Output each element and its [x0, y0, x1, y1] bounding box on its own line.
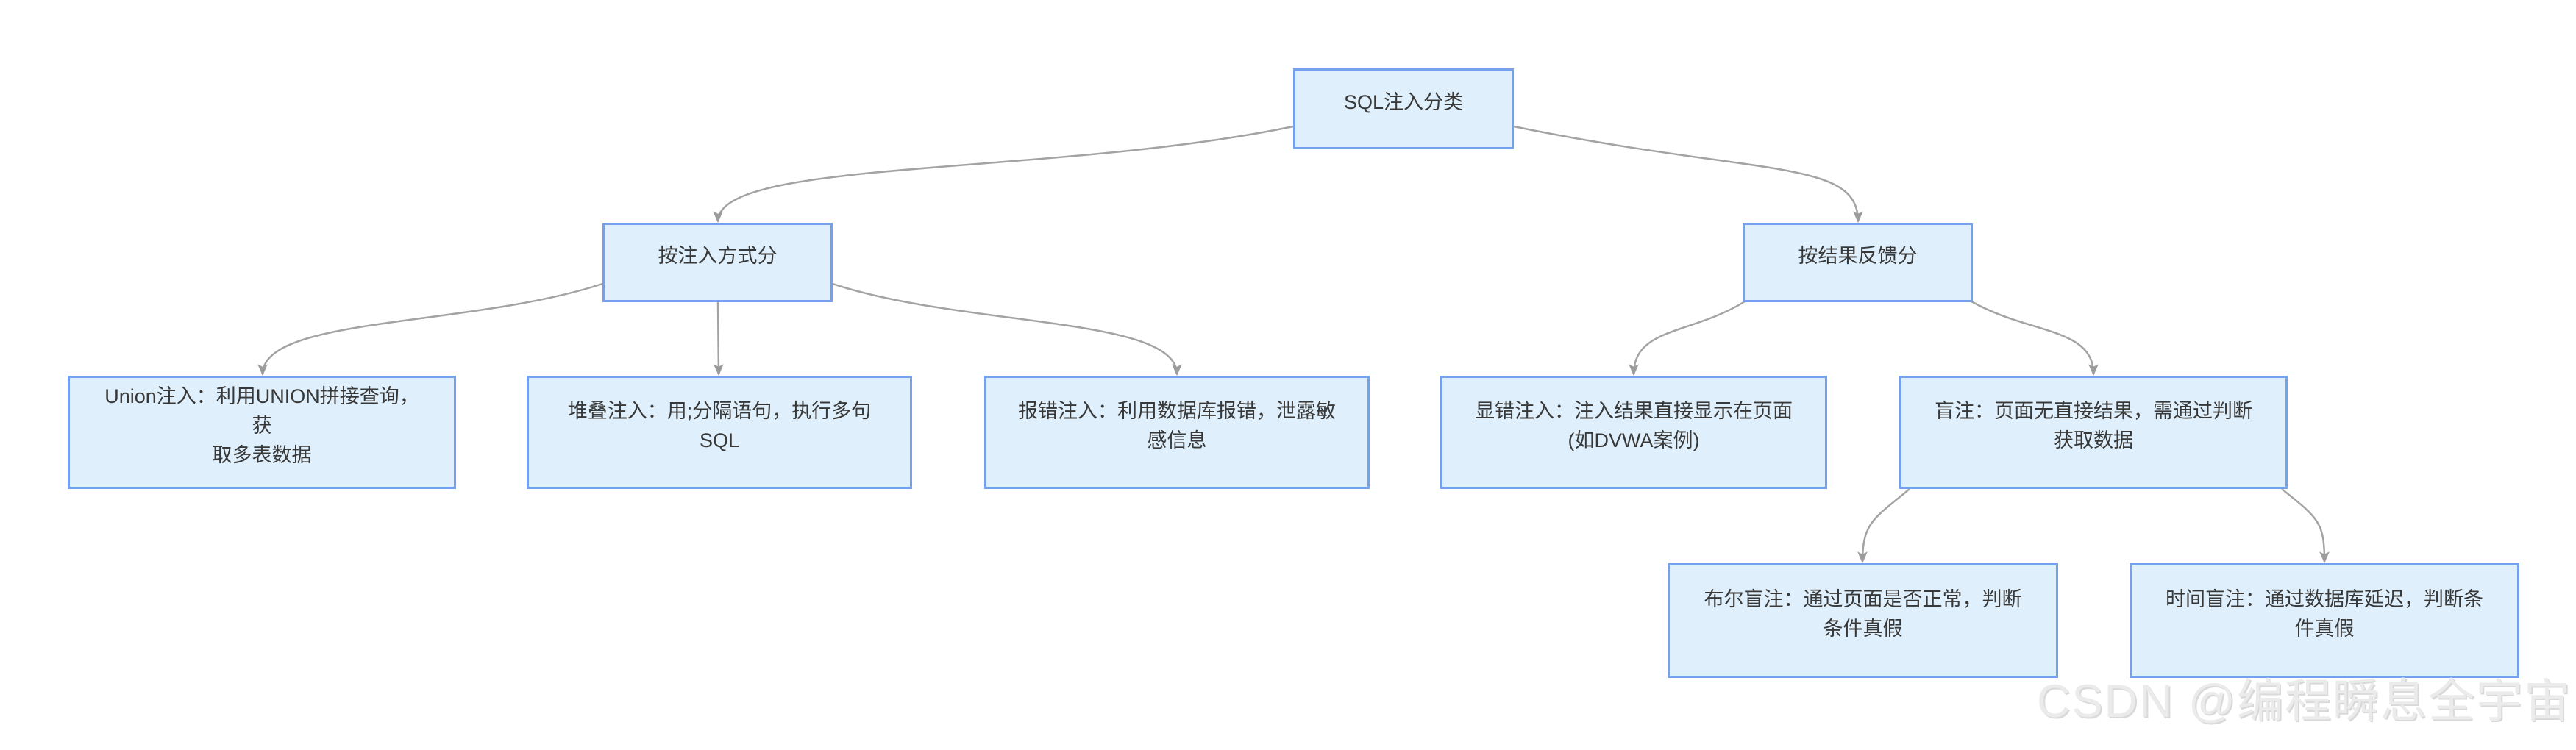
edge-by-feedback-to-visible-error — [1629, 300, 1746, 376]
node-error-based-injection: 报错注入：利用数据库报错，泄露敏 感信息 — [984, 376, 1370, 489]
node-boolean-blind-injection: 布尔盲注：通过页面是否正常，判断 条件真假 — [1668, 563, 2058, 678]
node-blind-injection: 盲注：页面无直接结果，需通过判断 获取数据 — [1899, 376, 2288, 489]
node-stacked-injection: 堆叠注入：用;分隔语句，执行多句 SQL — [527, 376, 912, 489]
node-visible-error-injection: 显错注入：注入结果直接显示在页面 (如DVWA案例) — [1440, 376, 1827, 489]
edge-by-method-to-error — [832, 282, 1182, 376]
edge-by-method-to-union — [257, 282, 603, 376]
edge-by-method-to-stacked — [714, 301, 724, 376]
edge-root-to-by-method — [713, 125, 1294, 224]
watermark: CSDN @编程瞬息全宇宙 — [2037, 676, 2572, 727]
node-by-result-feedback: 按结果反馈分 — [1743, 223, 1973, 302]
edge-blind-to-time-blind — [2281, 488, 2330, 564]
node-union-injection: Union注入：利用UNION拼接查询，获 取多表数据 — [68, 376, 456, 489]
edge-by-feedback-to-blind — [1971, 300, 2099, 376]
edge-blind-to-boolean-blind — [1857, 488, 1910, 564]
edge-root-to-by-feedback — [1513, 125, 1863, 224]
node-by-injection-method: 按注入方式分 — [602, 223, 833, 302]
node-time-blind-injection: 时间盲注：通过数据库延迟，判断条 件真假 — [2130, 563, 2519, 678]
node-sql-injection-classification: SQL注入分类 — [1293, 68, 1514, 149]
